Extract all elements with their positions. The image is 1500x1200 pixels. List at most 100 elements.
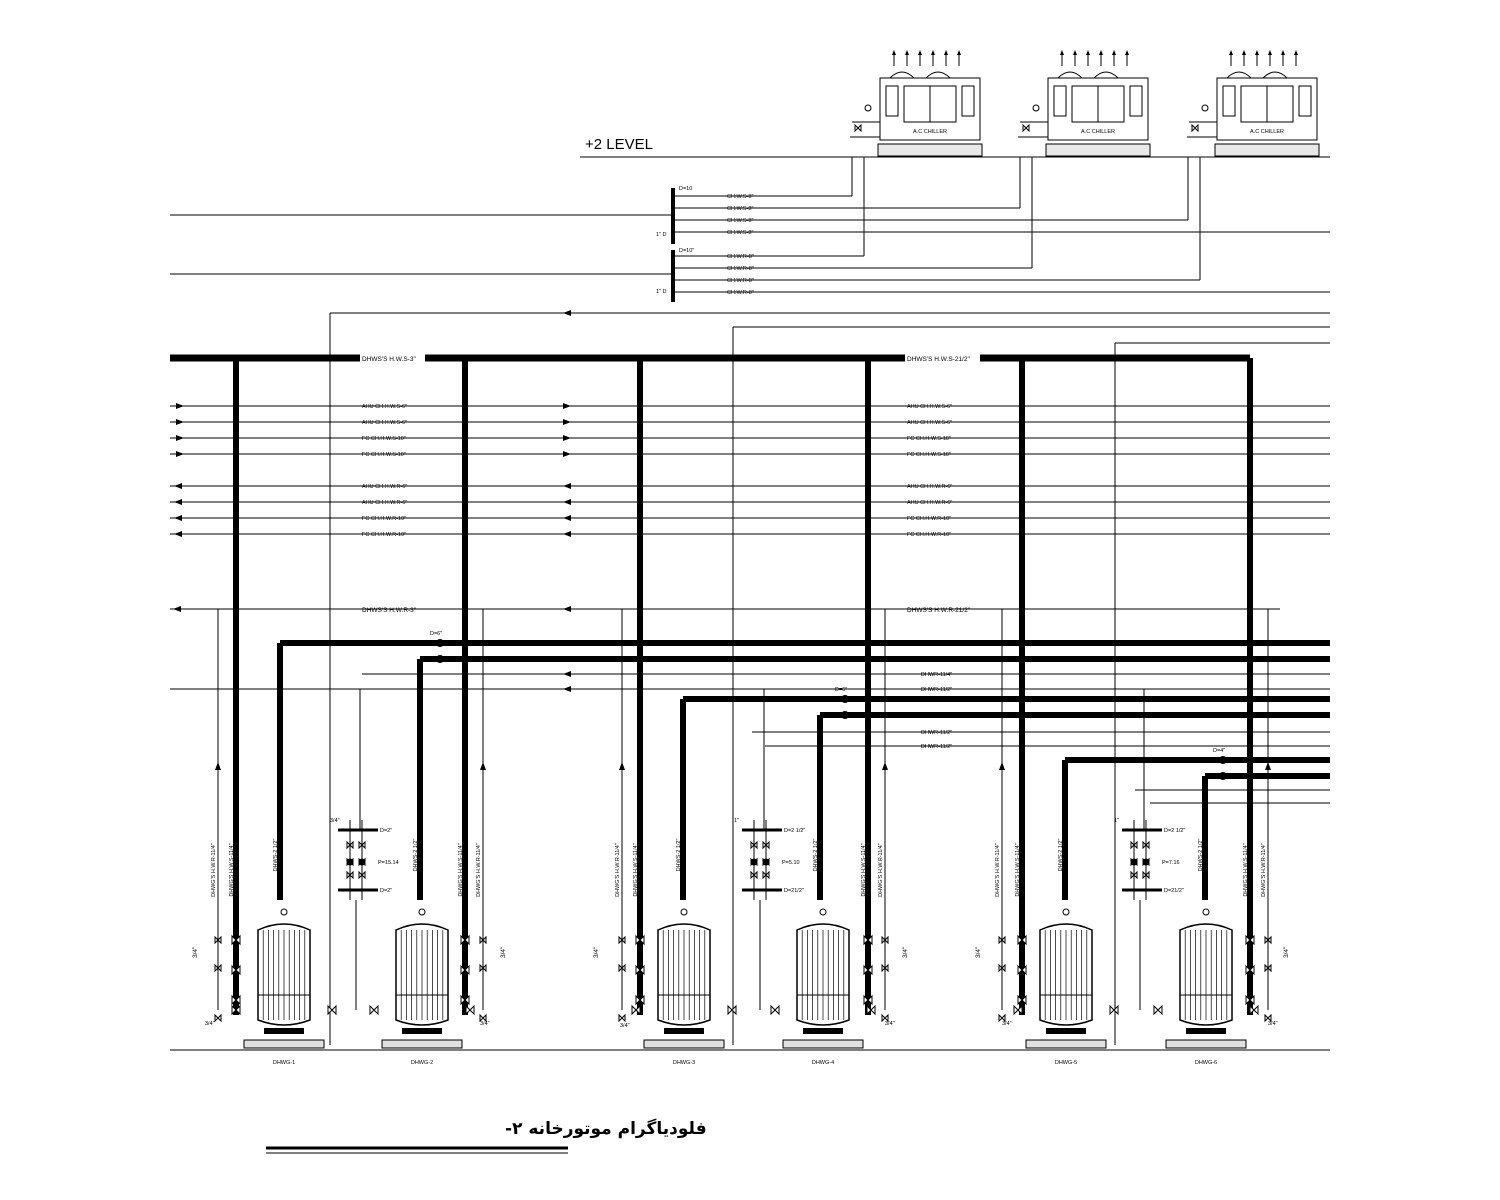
fan-hood	[1057, 71, 1119, 79]
joint-node	[1219, 756, 1227, 764]
return-riser-line	[329, 310, 1330, 1045]
valve-symbol	[854, 123, 862, 133]
valve-symbol	[1022, 123, 1030, 133]
valve-symbol	[231, 994, 241, 1006]
riser-tag: DHWG'S H.W.R-11/4"	[476, 843, 482, 897]
branch-label-right: FC CH.H.W.S-10"	[907, 436, 951, 442]
joint-node	[841, 711, 849, 719]
valve-size-label: 3/4"	[975, 946, 982, 958]
flow-arrow	[174, 531, 182, 537]
joint-node	[436, 639, 444, 647]
air-arrow	[1281, 50, 1285, 55]
air-arrow	[1060, 50, 1064, 55]
vertical-risers: DHWG'S H.W.R-11/4" DHWG'S H.W.S-11/4" DHWS…	[211, 358, 1271, 1015]
riser-tag: DHWG'S H.W.R-11/4"	[615, 843, 621, 897]
flow-arrow	[215, 762, 221, 770]
valve-symbol	[1142, 840, 1150, 850]
chiller-headers: D=10 D=10" 1" D 1" D	[170, 186, 694, 302]
valve-size-label: 3/4"	[1268, 1021, 1278, 1027]
chiller-base	[1214, 143, 1320, 157]
chiller-door	[1298, 85, 1312, 117]
flow-arrow	[563, 515, 571, 521]
dhw-line-label: DHWS-21/2"	[921, 697, 952, 703]
pump-group: D=2 1/2"P=7.16D=21/2"1"	[1114, 689, 1185, 1010]
hot-water-tank: DHWG-3	[631, 908, 737, 1066]
dhw-line-label: DHWR-11/2"	[921, 730, 952, 736]
valve-symbol	[346, 840, 354, 850]
pump-pipe-size: 1"	[734, 818, 739, 824]
riser-tag: DHWG'S H.W.S-11/4"	[458, 843, 464, 896]
valve-symbol	[866, 1004, 876, 1016]
chw-return-label: CH.W.R-8"	[727, 278, 754, 284]
flow-arrow	[480, 762, 486, 770]
chiller-door	[1053, 85, 1067, 117]
valve-symbol	[881, 935, 889, 945]
valve-symbol	[358, 840, 366, 850]
valve-symbol	[1245, 964, 1255, 976]
flow-arrow	[563, 403, 571, 409]
return-header-size: D=10"	[679, 248, 694, 254]
valve-size-label: 3/4"	[1002, 1021, 1012, 1027]
gauge-symbol	[1202, 908, 1210, 916]
pump-symbol	[1142, 858, 1150, 866]
flow-arrow	[563, 419, 571, 425]
flow-arrow	[174, 483, 182, 489]
air-arrow	[905, 50, 909, 55]
valve-symbol	[998, 1013, 1006, 1023]
valve-symbol	[863, 934, 873, 946]
air-arrow	[944, 50, 948, 55]
valve-symbol	[750, 840, 758, 850]
fan-hood	[1226, 71, 1288, 79]
valve-symbol	[998, 935, 1006, 945]
valve-symbol	[635, 934, 645, 946]
valve-symbol	[881, 1013, 889, 1023]
air-arrow	[918, 50, 922, 55]
air-arrow	[1099, 50, 1103, 55]
riser-tag: DHWS-2 1/2"	[413, 839, 419, 872]
valve-size-label: 3/4"	[205, 1021, 215, 1027]
riser-tag: DHWG'S H.W.S-11/4"	[1015, 843, 1021, 896]
air-arrow	[931, 50, 935, 55]
flow-arrow	[999, 762, 1005, 770]
valve-symbol	[631, 1004, 641, 1016]
dhwr-main-label-1: DHWS'S H.W.R-3"	[362, 607, 417, 614]
flow-arrow	[176, 435, 184, 441]
dhw-line-label: DHWR-11/2"	[921, 687, 952, 693]
chiller-base	[877, 143, 983, 157]
riser-tag: DHWS-2 1/2"	[813, 839, 819, 872]
branch-label-left: AHU CH.H.W.R-6"	[362, 484, 407, 490]
air-arrow	[1073, 50, 1077, 55]
branch-label-left: AHU CH.H.W.R-6"	[362, 500, 407, 506]
gauge-symbol	[1201, 104, 1209, 112]
riser-tag: DHWS-2 1/2"	[676, 839, 682, 872]
chiller-door	[961, 85, 975, 117]
hot-water-tank: DHWG-4	[770, 908, 876, 1066]
valve-symbol	[214, 1013, 222, 1023]
flow-arrow	[619, 762, 625, 770]
air-arrow	[1242, 50, 1246, 55]
air-arrow	[1294, 50, 1298, 55]
tank-label: DHWG-4	[812, 1060, 834, 1066]
air-arrow	[957, 50, 961, 55]
valve-symbol	[635, 964, 645, 976]
flow-arrow	[176, 403, 184, 409]
flow-arrow	[882, 762, 888, 770]
tank-foot	[664, 1028, 704, 1034]
chiller-unit: A.C CHILLER	[1018, 50, 1151, 157]
chiller-door	[885, 85, 899, 117]
flow-arrow	[174, 499, 182, 505]
valve-symbol	[327, 1004, 337, 1016]
dhwr-main-line: DHWS'S H.W.R-3" DHWS'S H.W.R-21/2"	[170, 606, 1280, 614]
valve-symbol	[1249, 1004, 1259, 1016]
level-label: +2 LEVEL	[585, 136, 653, 153]
flow-arrow	[563, 671, 571, 677]
flow-arrow	[563, 531, 571, 537]
air-arrow	[1125, 50, 1129, 55]
air-arrow	[1229, 50, 1233, 55]
supply-header-size: D=10	[679, 186, 692, 192]
valve-symbol	[465, 1004, 475, 1016]
riser-tag: DHWG'S H.W.S-11/4"	[633, 843, 639, 896]
valve-symbol	[1245, 934, 1255, 946]
valve-size-label: 3/4"	[480, 1021, 490, 1027]
valve-symbol	[1017, 934, 1027, 946]
